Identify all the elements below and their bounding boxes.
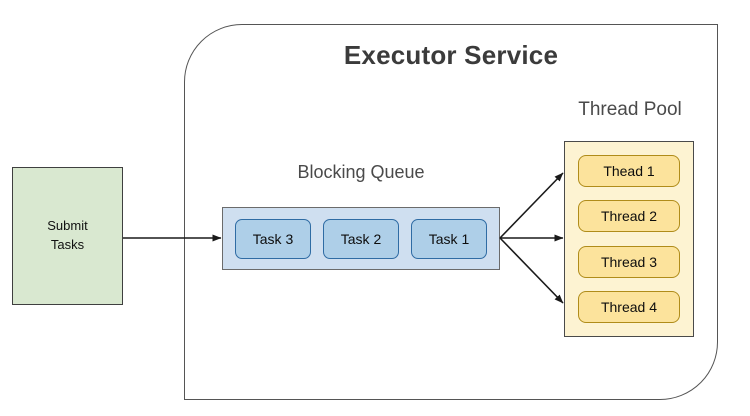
task-item: Task 2 — [323, 218, 399, 259]
task-label: Task 3 — [252, 230, 294, 247]
thread-item: Thread 4 — [578, 290, 680, 323]
thread-item: Thead 1 — [578, 155, 680, 188]
blocking-queue-container: Task 3 Task 2 Task 1 — [222, 207, 500, 270]
task-item: Task 1 — [411, 218, 487, 259]
thread-pool-title: Thread Pool — [578, 99, 682, 120]
thread-label: Thread 2 — [600, 208, 658, 225]
blocking-queue-title: Blocking Queue — [297, 162, 425, 182]
submit-tasks-box: Submit Tasks — [12, 167, 123, 305]
task-item: Task 3 — [235, 218, 311, 259]
task-label: Task 2 — [340, 230, 382, 247]
submit-tasks-label: Submit Tasks — [47, 218, 88, 252]
task-label: Task 1 — [428, 230, 470, 247]
executor-service-title: Executor Service — [343, 40, 559, 70]
thread-label: Thread 4 — [600, 298, 658, 315]
thread-label: Thread 3 — [600, 253, 658, 270]
thread-label: Thead 1 — [603, 163, 655, 180]
thread-item: Thread 3 — [578, 245, 680, 278]
thread-item: Thread 2 — [578, 200, 680, 233]
executor-service-container — [184, 24, 718, 400]
thread-pool-container: Thead 1 Thread 2 Thread 3 Thread 4 — [564, 141, 694, 337]
